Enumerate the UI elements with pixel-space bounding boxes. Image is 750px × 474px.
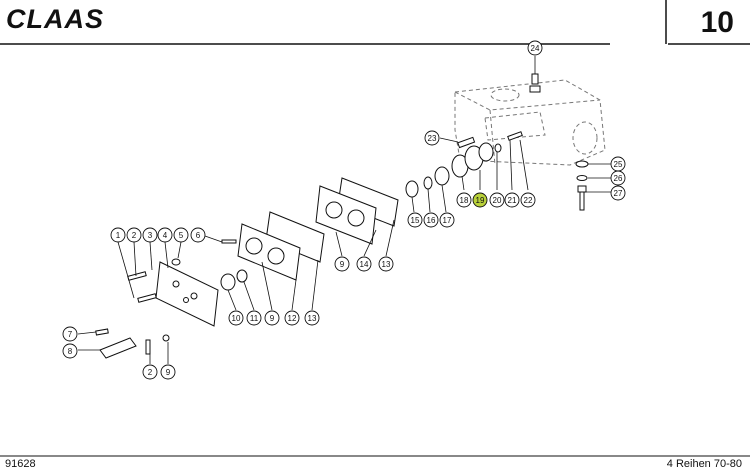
callout-label-27: 27 bbox=[614, 189, 623, 198]
callout-circle-8 bbox=[62, 343, 78, 359]
washer-set bbox=[220, 269, 248, 291]
bolt-set-left bbox=[127, 258, 181, 303]
callout-circle-14 bbox=[356, 256, 372, 272]
callout-circle-9 bbox=[160, 364, 176, 380]
callout-label-5: 5 bbox=[179, 231, 184, 240]
cover-plate-upper bbox=[315, 177, 399, 245]
callout-label-24: 24 bbox=[531, 44, 540, 53]
callout-circle-6 bbox=[190, 227, 206, 243]
callout-circle-17 bbox=[439, 212, 455, 228]
callout-label-17: 17 bbox=[443, 216, 452, 225]
pin-6 bbox=[221, 239, 237, 244]
callout-label-12: 12 bbox=[288, 314, 297, 323]
callout-circle-4 bbox=[157, 227, 173, 243]
callout-label-4: 4 bbox=[163, 231, 168, 240]
bolt-stack-right bbox=[575, 160, 589, 211]
callout-circle-27 bbox=[610, 185, 626, 201]
callout-circle-22 bbox=[520, 192, 536, 208]
callout-label-9: 9 bbox=[340, 260, 345, 269]
callout-circle-12 bbox=[284, 310, 300, 326]
callout-circle-1 bbox=[110, 227, 126, 243]
callout-circle-16 bbox=[423, 212, 439, 228]
brand-logo: CLAAS bbox=[6, 4, 104, 34]
bearing-set bbox=[405, 166, 450, 198]
callout-label-20: 20 bbox=[493, 196, 502, 205]
callout-label-3: 3 bbox=[148, 231, 153, 240]
callout-label-13: 13 bbox=[382, 260, 391, 269]
page-number: 10 bbox=[700, 6, 734, 39]
callout-label-18: 18 bbox=[460, 196, 469, 205]
callout-circle-15 bbox=[407, 212, 423, 228]
callout-label-15: 15 bbox=[411, 216, 420, 225]
callout-circle-19 bbox=[472, 192, 488, 208]
callout-label-21: 21 bbox=[508, 196, 517, 205]
callout-circle-9 bbox=[334, 256, 350, 272]
drawing-code: 91628 bbox=[5, 458, 36, 470]
callout-label-1: 1 bbox=[116, 231, 121, 240]
callout-circle-26 bbox=[610, 170, 626, 186]
callout-label-2: 2 bbox=[148, 368, 153, 377]
callout-circle-23 bbox=[424, 130, 440, 146]
bolt-24 bbox=[529, 73, 541, 93]
callout-label-14: 14 bbox=[360, 260, 369, 269]
callout-label-9: 9 bbox=[270, 314, 275, 323]
callout-label-2: 2 bbox=[132, 231, 137, 240]
callout-circle-10 bbox=[228, 310, 244, 326]
gear-housing bbox=[454, 79, 606, 166]
callout-label-10: 10 bbox=[232, 314, 241, 323]
callout-label-11: 11 bbox=[250, 314, 259, 323]
drive-shaft bbox=[95, 328, 137, 359]
callout-label-7: 7 bbox=[68, 330, 73, 339]
callout-circle-20 bbox=[489, 192, 505, 208]
callout-label-13: 13 bbox=[308, 314, 317, 323]
pin-23 bbox=[457, 136, 476, 149]
footer-note: 4 Reihen 70-80 bbox=[666, 458, 742, 470]
callout-circle-13 bbox=[378, 256, 394, 272]
callout-label-6: 6 bbox=[196, 231, 201, 240]
cover-plate-middle bbox=[237, 211, 325, 281]
callout-circle-18 bbox=[456, 192, 472, 208]
callout-circle-3 bbox=[142, 227, 158, 243]
callout-label-25: 25 bbox=[614, 160, 623, 169]
callout-circle-11 bbox=[246, 310, 262, 326]
bolt-lower bbox=[145, 334, 170, 355]
callout-circle-2 bbox=[126, 227, 142, 243]
callout-circle-9 bbox=[264, 310, 280, 326]
callout-label-23: 23 bbox=[428, 134, 437, 143]
callout-circle-24 bbox=[527, 40, 543, 56]
callout-label-8: 8 bbox=[68, 347, 73, 356]
callout-label-16: 16 bbox=[427, 216, 436, 225]
callout-circle-5 bbox=[173, 227, 189, 243]
callout-circle-21 bbox=[504, 192, 520, 208]
callout-label-19: 19 bbox=[476, 196, 485, 205]
callout-circle-7 bbox=[62, 326, 78, 342]
gear-assembly bbox=[451, 131, 523, 178]
callout-circle-13 bbox=[304, 310, 320, 326]
callout-label-22: 22 bbox=[524, 196, 533, 205]
callout-label-9: 9 bbox=[166, 368, 171, 377]
leader-lines bbox=[77, 56, 612, 364]
front-plate bbox=[155, 261, 219, 327]
callout-circle-2 bbox=[142, 364, 158, 380]
callout-label-26: 26 bbox=[614, 174, 623, 183]
